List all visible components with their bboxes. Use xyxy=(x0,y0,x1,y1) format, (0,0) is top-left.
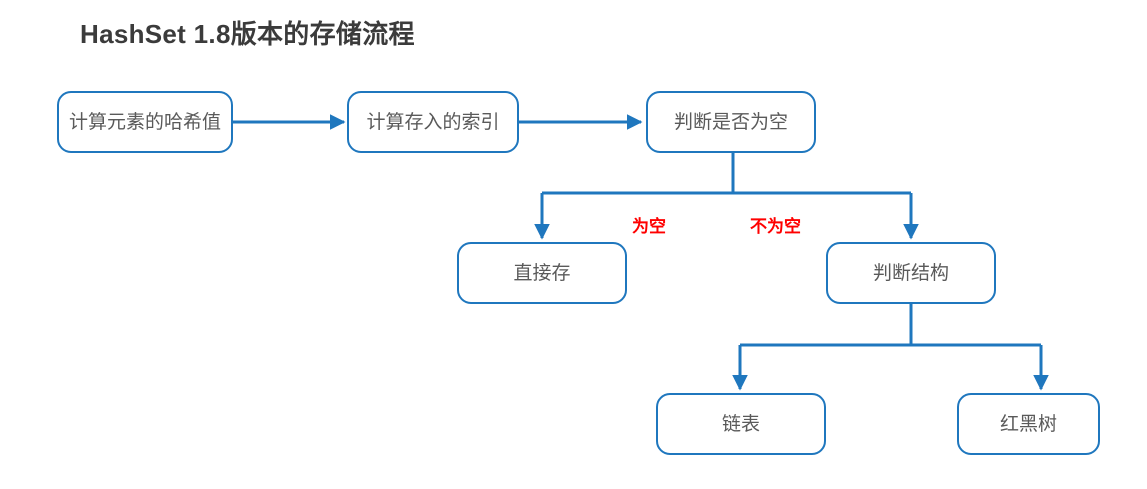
node-linked-list[interactable]: 链表 xyxy=(656,393,826,455)
node-direct-store[interactable]: 直接存 xyxy=(457,242,627,304)
node-label: 判断是否为空 xyxy=(673,111,788,133)
node-label: 直接存 xyxy=(513,262,571,284)
node-label: 链表 xyxy=(721,413,760,435)
edge-label-empty: 为空 xyxy=(632,217,666,236)
node-label: 红黑树 xyxy=(999,413,1057,435)
node-label: 计算存入的索引 xyxy=(366,111,500,133)
edge-structure-split xyxy=(740,303,1041,347)
node-label: 计算元素的哈希值 xyxy=(68,111,221,133)
node-red-black-tree[interactable]: 红黑树 xyxy=(957,393,1100,455)
page-title: HashSet 1.8版本的存储流程 xyxy=(80,19,415,49)
edge-isempty-split xyxy=(542,152,911,195)
node-calculate-hash[interactable]: 计算元素的哈希值 xyxy=(57,91,233,153)
node-check-empty[interactable]: 判断是否为空 xyxy=(646,91,816,153)
node-label: 判断结构 xyxy=(872,262,949,284)
node-calculate-index[interactable]: 计算存入的索引 xyxy=(347,91,519,153)
node-check-structure[interactable]: 判断结构 xyxy=(826,242,996,304)
edge-label-not-empty: 不为空 xyxy=(750,217,801,236)
